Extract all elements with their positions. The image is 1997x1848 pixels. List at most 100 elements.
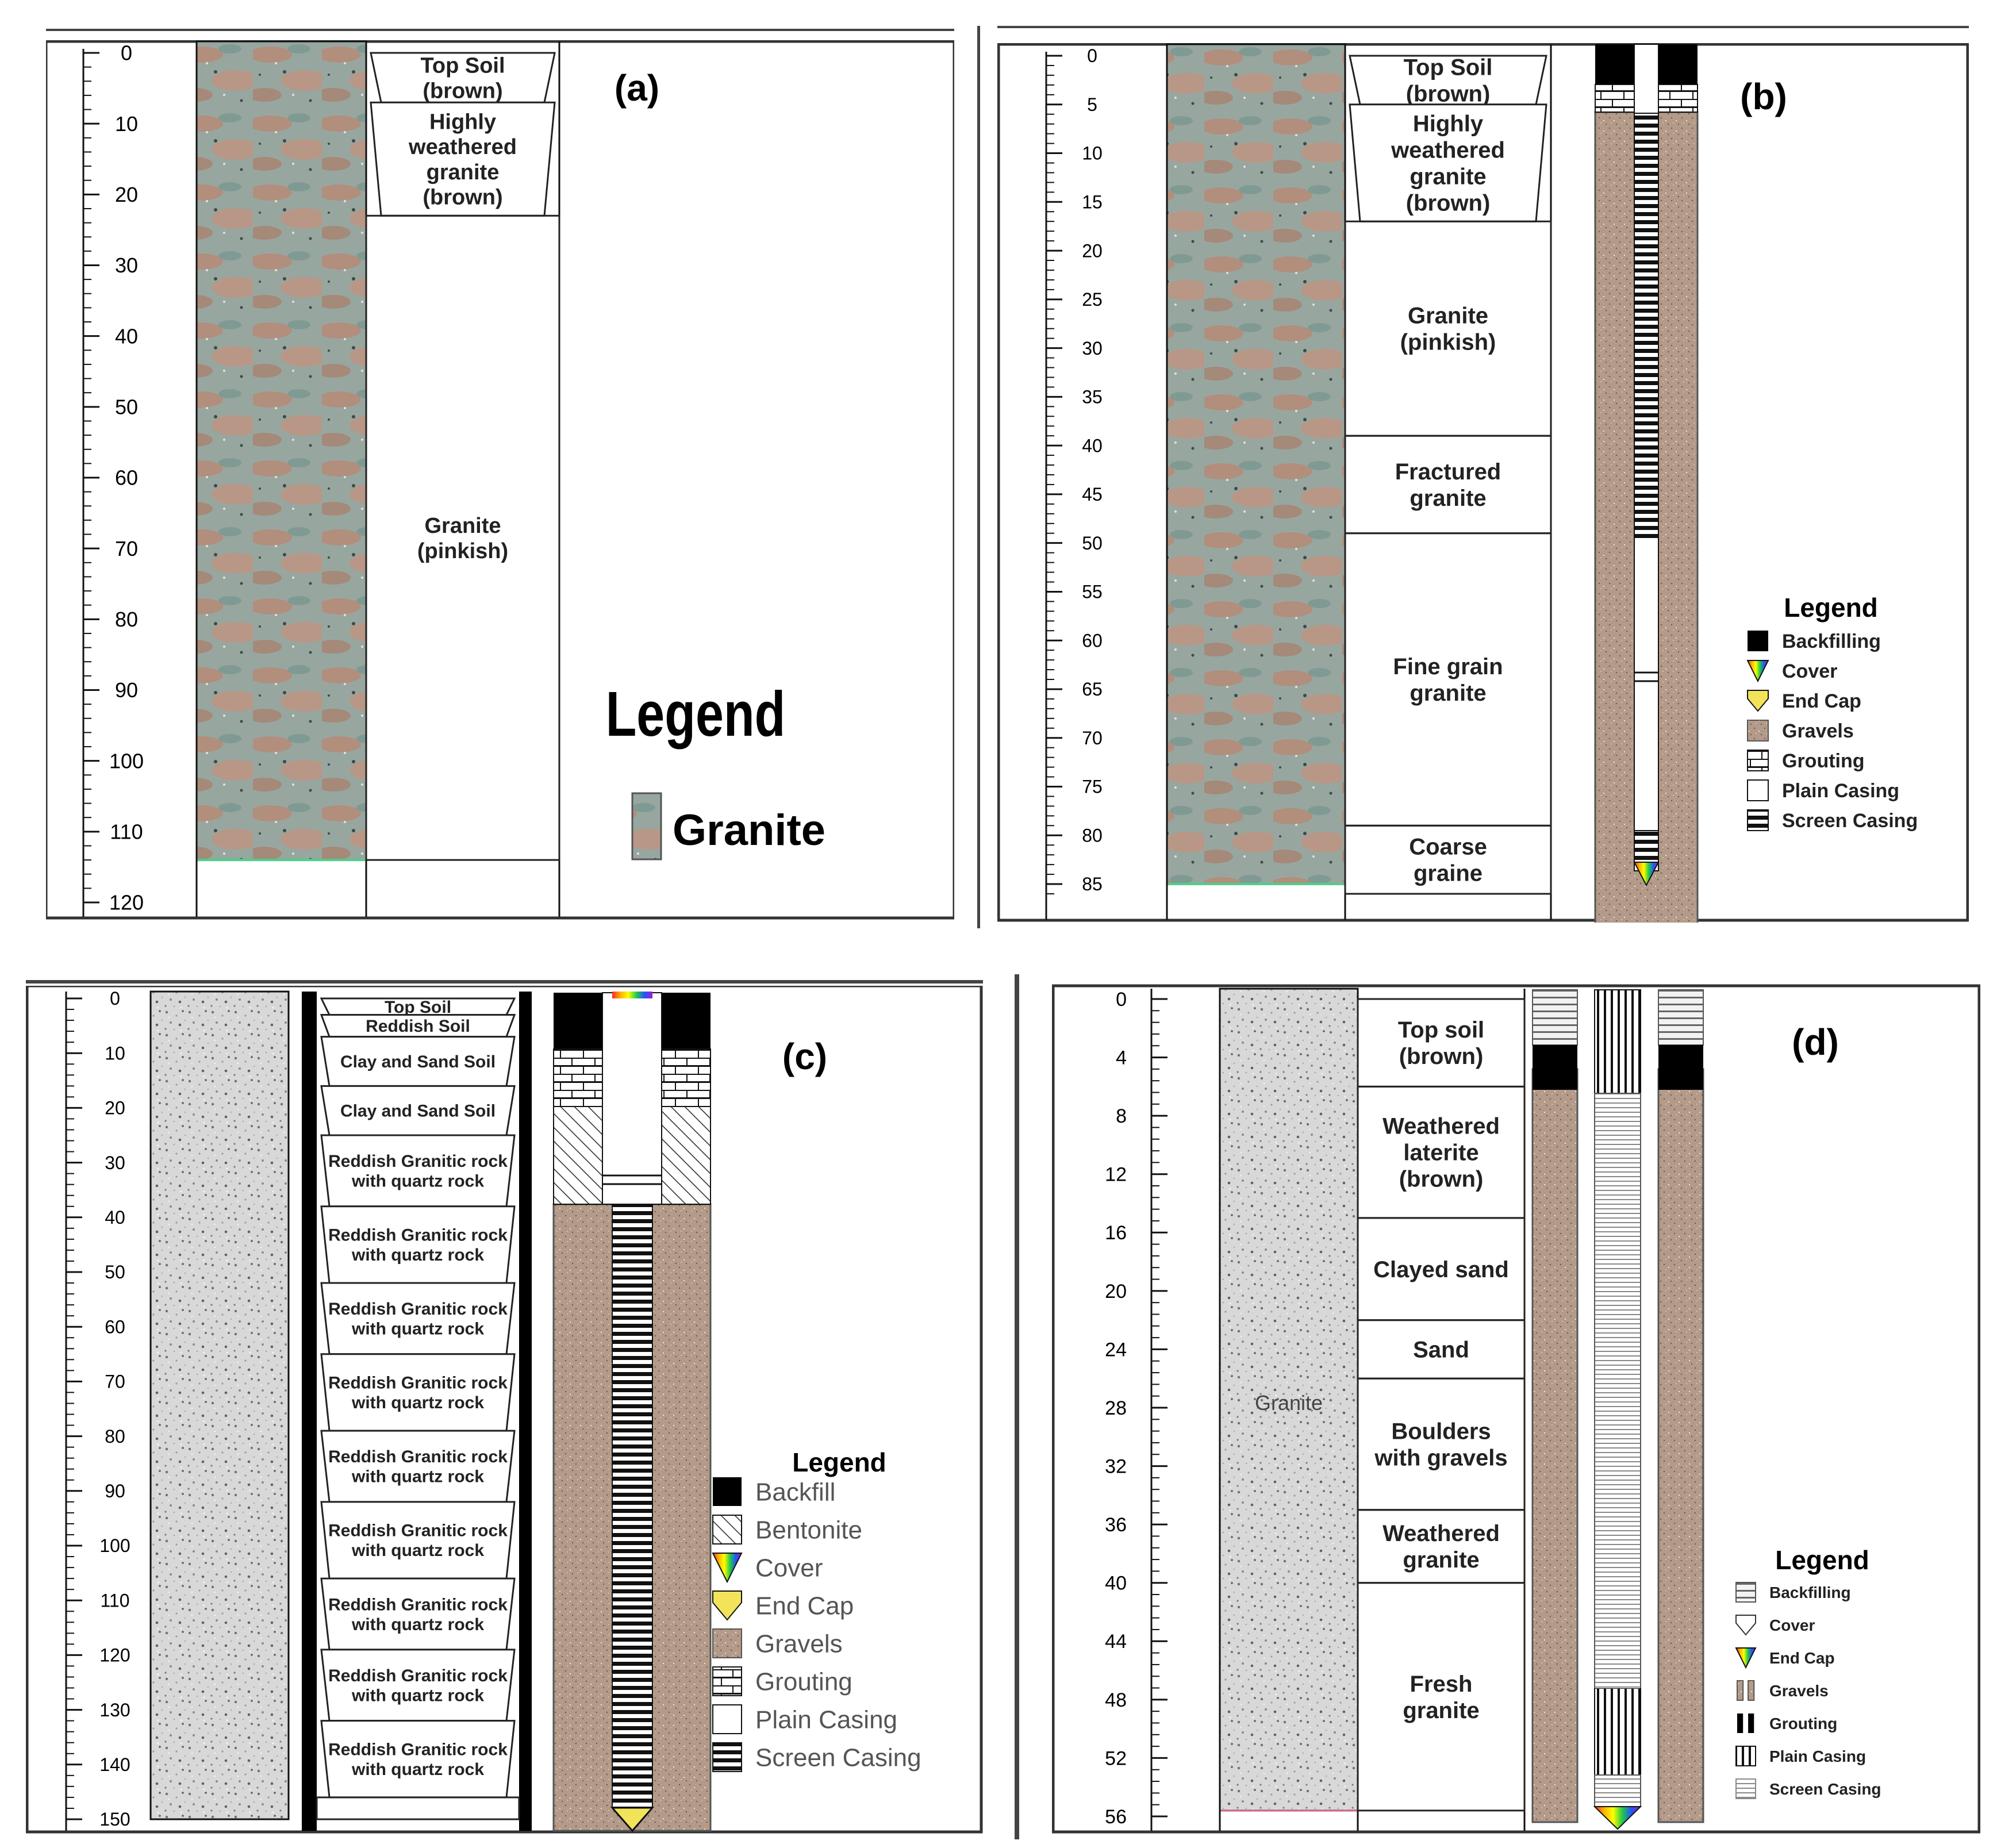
lithology-layer: Top Soil: [320, 997, 516, 1017]
depth-tick-label: 20: [105, 1098, 125, 1119]
panel-c-backfill-left: [554, 993, 602, 1049]
vstripes-icon: [1735, 1746, 1756, 1766]
legend-label: Gravels: [1769, 1682, 1829, 1700]
depth-tick-label: 10: [1082, 143, 1103, 164]
legend-item: Grouting: [1737, 1713, 1837, 1733]
depth-tick-label: 15: [1082, 192, 1103, 213]
legend-item: Plain Casing: [1735, 1746, 1866, 1766]
layer-label: Granite(pinkish): [1400, 303, 1496, 355]
panel-b-backfill-left: [1595, 44, 1634, 84]
lithology-layer: Clayed sand: [1357, 1217, 1526, 1321]
legend-label: Screen Casing: [1769, 1780, 1881, 1798]
depth-tick-label: 36: [1105, 1514, 1127, 1536]
layer-boundary: [1344, 824, 1552, 895]
depth-tick-label: 0: [1087, 45, 1097, 66]
legend-item: Cover: [1735, 1615, 1815, 1636]
legend-label: Plain Casing: [1769, 1747, 1866, 1765]
panel-c-bentonite-left: [553, 1106, 603, 1205]
lithology-layer: Top soil(brown): [1357, 998, 1526, 1088]
panel-d-label: (d): [1792, 1021, 1839, 1063]
depth-tick-label: 75: [1082, 777, 1103, 797]
panel-b-backfill-right: [1658, 44, 1698, 84]
depth-tick-label: 80: [105, 1426, 125, 1447]
panel-c-grout-left: [553, 1048, 603, 1107]
depth-tick-label: 48: [1105, 1689, 1127, 1711]
depth-tick-label: 110: [110, 820, 143, 843]
panel-d-core: [1219, 988, 1359, 1812]
panel-d-plain-casing-upper: [1594, 989, 1641, 1094]
depth-tick-label: 50: [105, 1262, 125, 1282]
depth-tick-label: 8: [1116, 1105, 1127, 1127]
screen-icon: [712, 1742, 742, 1772]
panel-c-top-rule: [26, 980, 983, 983]
panel-c-grout-right: [661, 1048, 711, 1107]
layer-label: Top Soil(brown): [420, 54, 505, 103]
panel-d-gravel-left: [1531, 1068, 1579, 1823]
panel-c-plain-casing: [602, 992, 662, 1205]
depth-tick-label: 32: [1105, 1455, 1127, 1477]
legend-item: End Cap: [1747, 690, 1861, 712]
depth-tick-label: 20: [1082, 240, 1103, 261]
vertical-divider-top: [977, 26, 980, 928]
depth-tick-label: 10: [115, 112, 138, 136]
depth-tick-label: 10: [105, 1043, 125, 1063]
depth-tick-label: 80: [1082, 825, 1103, 846]
layer-label: Reddish Soil: [366, 1017, 470, 1036]
panel-b-plain-casing-mid: [1634, 537, 1659, 871]
legend-label: Grouting: [1769, 1715, 1837, 1732]
depth-tick-label: 60: [115, 466, 138, 490]
panel-c-end-cap-icon: [610, 1807, 655, 1832]
panel-d-end-cap-icon: [1593, 1806, 1642, 1830]
panel-d-black-fill-right: [1658, 1045, 1703, 1090]
layer-label: Top Soil(brown): [1404, 55, 1493, 106]
legend-label: Bentonite: [755, 1516, 862, 1544]
panel-d-backfill-left: [1532, 989, 1578, 1046]
depth-tick-label: 70: [105, 1371, 125, 1392]
depth-tick-label: 0: [1116, 989, 1127, 1011]
panel-a-legend-title: Legend: [606, 679, 786, 750]
legend-label: Grouting: [1782, 750, 1865, 772]
panel-b-core: [1166, 43, 1346, 885]
panel-c-desc-right-bar: [519, 992, 532, 1831]
panel-b-end-cap-icon: [1633, 862, 1660, 887]
depth-tick-label: 45: [1082, 484, 1103, 505]
depth-tick-label: 20: [115, 183, 138, 206]
bentonite-icon: [712, 1515, 742, 1545]
legend-label: End Cap: [1769, 1649, 1835, 1667]
panel-d-backfill-right: [1658, 989, 1704, 1046]
depth-tick-label: 60: [1082, 630, 1103, 651]
depth-tick-label: 40: [105, 1207, 125, 1228]
layer-label: Clay and Sand Soil: [340, 1052, 496, 1071]
legend-label: Screen Casing: [755, 1743, 921, 1772]
lithology-layer: Top Soil(brown): [1349, 55, 1547, 106]
cover_outline-icon: [1735, 1615, 1756, 1636]
depth-tick-label: 100: [99, 1535, 130, 1556]
grout-icon: [1747, 750, 1769, 771]
panel-d-black-fill-left: [1533, 1045, 1577, 1090]
depth-tick-label: 30: [1082, 338, 1103, 359]
backfill-icon: [713, 1477, 742, 1506]
backfill-icon: [1748, 631, 1768, 651]
depth-tick-label: 90: [115, 678, 138, 702]
legend-label: Cover: [1782, 660, 1837, 682]
lithology-layer: Granite(pinkish): [365, 214, 560, 861]
panel-a-legend-label: Granite: [673, 806, 825, 855]
legend-item: Screen Casing: [712, 1742, 921, 1772]
